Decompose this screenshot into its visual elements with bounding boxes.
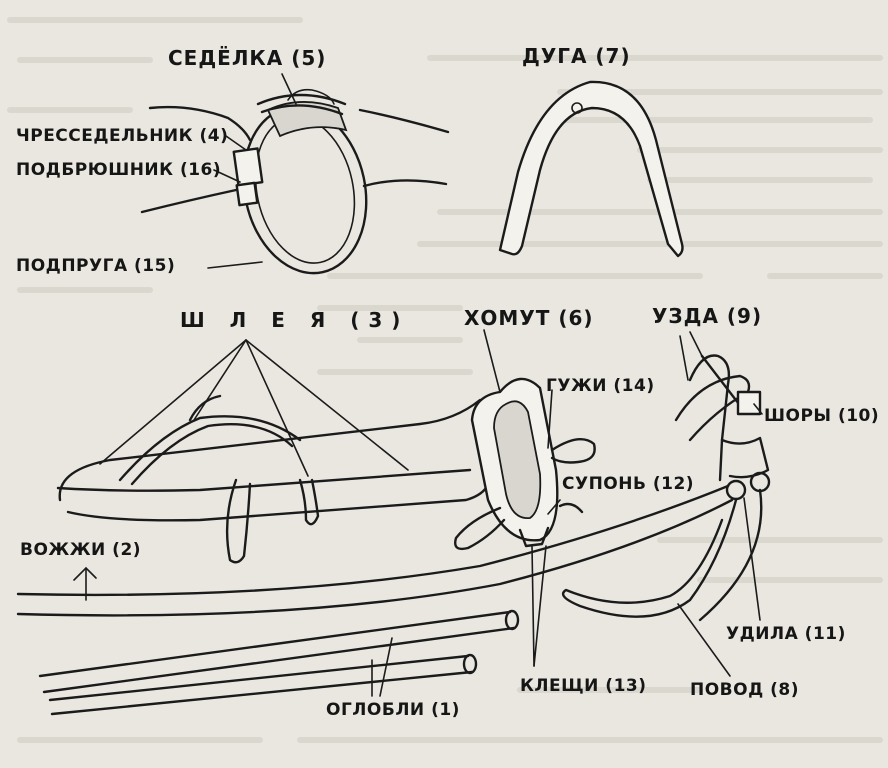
shory-blinker (736, 390, 762, 416)
guzhi-loop-right (550, 438, 596, 464)
udila-ring-left (725, 479, 747, 501)
label-povod: ПОВОД (8) (690, 680, 800, 700)
label-uzda: УЗДА (9) (652, 304, 763, 328)
saddle-top (256, 93, 347, 116)
label-guzhi: ГУЖИ (14) (546, 376, 655, 396)
label-sedelka: СЕДЁЛКА (5) (168, 46, 327, 70)
collar-padding (493, 400, 542, 519)
khomut-collar (454, 377, 596, 551)
girth-ring-inner (254, 116, 356, 264)
crupper-strap (148, 105, 252, 142)
belly-strap (140, 188, 238, 214)
guzhi-loop-left (454, 506, 506, 551)
label-sheleya: Ш Л Е Я (3) (180, 308, 410, 332)
label-duga: ДУГА (7) (522, 44, 631, 68)
uzda-bridle (561, 354, 771, 622)
label-shory: ШОРЫ (10) (764, 406, 880, 426)
duga-arch (498, 80, 684, 258)
sheleya-breeching (56, 394, 488, 564)
povod-lead (561, 498, 738, 618)
saddle-buckle (232, 147, 264, 187)
vozhzhi-reins (16, 484, 734, 617)
duga-hole (571, 102, 583, 114)
label-khomut: ХОМУТ (6) (464, 306, 594, 330)
udila-ring-right (749, 471, 771, 493)
saddle-pad (266, 101, 348, 138)
label-podbryushnik: ПОДБРЮШНИК (16) (16, 160, 222, 180)
oglobli-shafts (38, 609, 520, 716)
label-vozhzhi: ВОЖЖИ (2) (20, 540, 142, 560)
label-oglobli: ОГЛОБЛИ (1) (326, 700, 460, 720)
label-supon: СУПОНЬ (12) (562, 474, 695, 494)
saddle-group (140, 88, 450, 275)
label-kleshchi: КЛЕЩИ (13) (520, 676, 647, 696)
label-udila: УДИЛА (11) (726, 624, 846, 644)
leader-lines (73, 73, 763, 697)
label-podpruga: ПОДПРУГА (15) (16, 256, 176, 276)
label-chressedelnik: ЧРЕССЕДЕЛЬНИК (4) (16, 126, 229, 146)
